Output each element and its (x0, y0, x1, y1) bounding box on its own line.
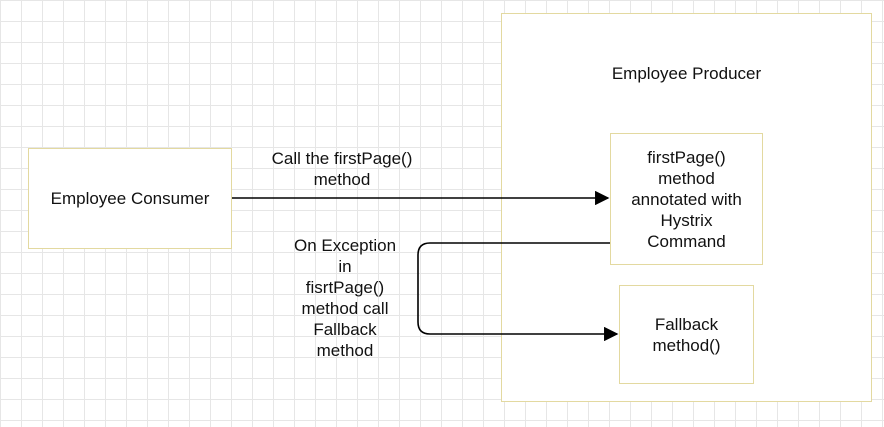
firstpage-method-label: firstPage() method annotated with Hystri… (631, 147, 742, 251)
on-exception-edge-label: On Exception in fisrtPage() method call … (293, 236, 397, 360)
employee-producer-title: Employee Producer (611, 64, 762, 83)
call-method-edge-label: Call the firstPage() method (271, 149, 413, 189)
firstpage-method-box[interactable]: firstPage() method annotated with Hystri… (610, 133, 763, 265)
fallback-method-box[interactable]: Fallback method() (619, 285, 754, 384)
employee-consumer-box[interactable]: Employee Consumer (28, 148, 232, 249)
employee-consumer-label: Employee Consumer (50, 188, 210, 208)
fallback-method-label: Fallback method() (652, 314, 721, 355)
